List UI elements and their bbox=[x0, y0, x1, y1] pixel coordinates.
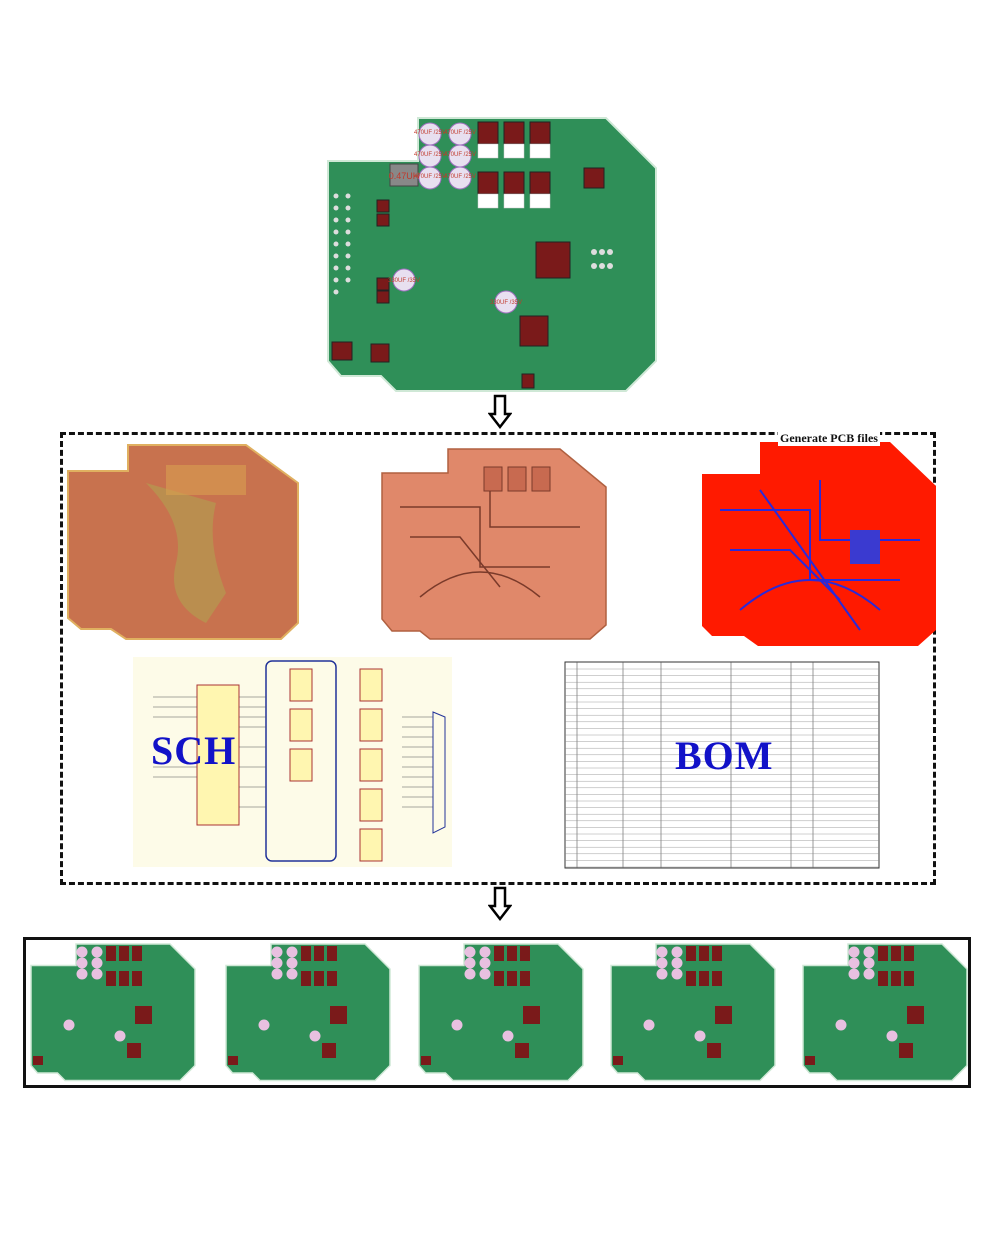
generate-pcb-files-label: Generate PCB files bbox=[778, 431, 880, 446]
cloned-pcb-board bbox=[418, 942, 584, 1085]
cloned-boards-box bbox=[23, 937, 971, 1088]
cap-label: 470UF /25V bbox=[444, 174, 476, 180]
cloned-pcb-board bbox=[802, 942, 968, 1085]
cap-label: 470UF /25V bbox=[414, 152, 446, 158]
pcb-gerber-file-view bbox=[702, 442, 936, 646]
pcb-bottom-layer-scan bbox=[67, 444, 299, 640]
bom-table-preview: BOM bbox=[563, 660, 881, 870]
cloned-pcb-board bbox=[30, 942, 196, 1085]
cap-label: 330UF /35V bbox=[388, 278, 420, 284]
cap-label: 330UF /35V bbox=[490, 300, 522, 306]
sch-label: SCH bbox=[151, 728, 237, 773]
pcb-top-layer-scan bbox=[381, 448, 607, 640]
cloned-boards-row bbox=[30, 942, 970, 1086]
source-pcb-board: 470UF /25V 470UF /25V 470UF /25V 470UF /… bbox=[327, 117, 657, 392]
process-group-box bbox=[60, 432, 936, 885]
cap-label: 470UF /25V bbox=[444, 152, 476, 158]
cap-label: 470UF /25V bbox=[444, 130, 476, 136]
bom-label: BOM bbox=[675, 733, 774, 778]
arrow-down-outline-icon bbox=[488, 886, 512, 922]
cap-label: 470UF /25V bbox=[414, 174, 446, 180]
cap-label: 470UF /25V bbox=[414, 130, 446, 136]
cloned-pcb-board bbox=[225, 942, 391, 1085]
cloned-pcb-board bbox=[610, 942, 776, 1085]
inductor-label: 0.47UH bbox=[389, 171, 420, 181]
schematic-preview: SCH bbox=[133, 657, 452, 867]
arrow-down-outline-icon bbox=[488, 394, 512, 430]
